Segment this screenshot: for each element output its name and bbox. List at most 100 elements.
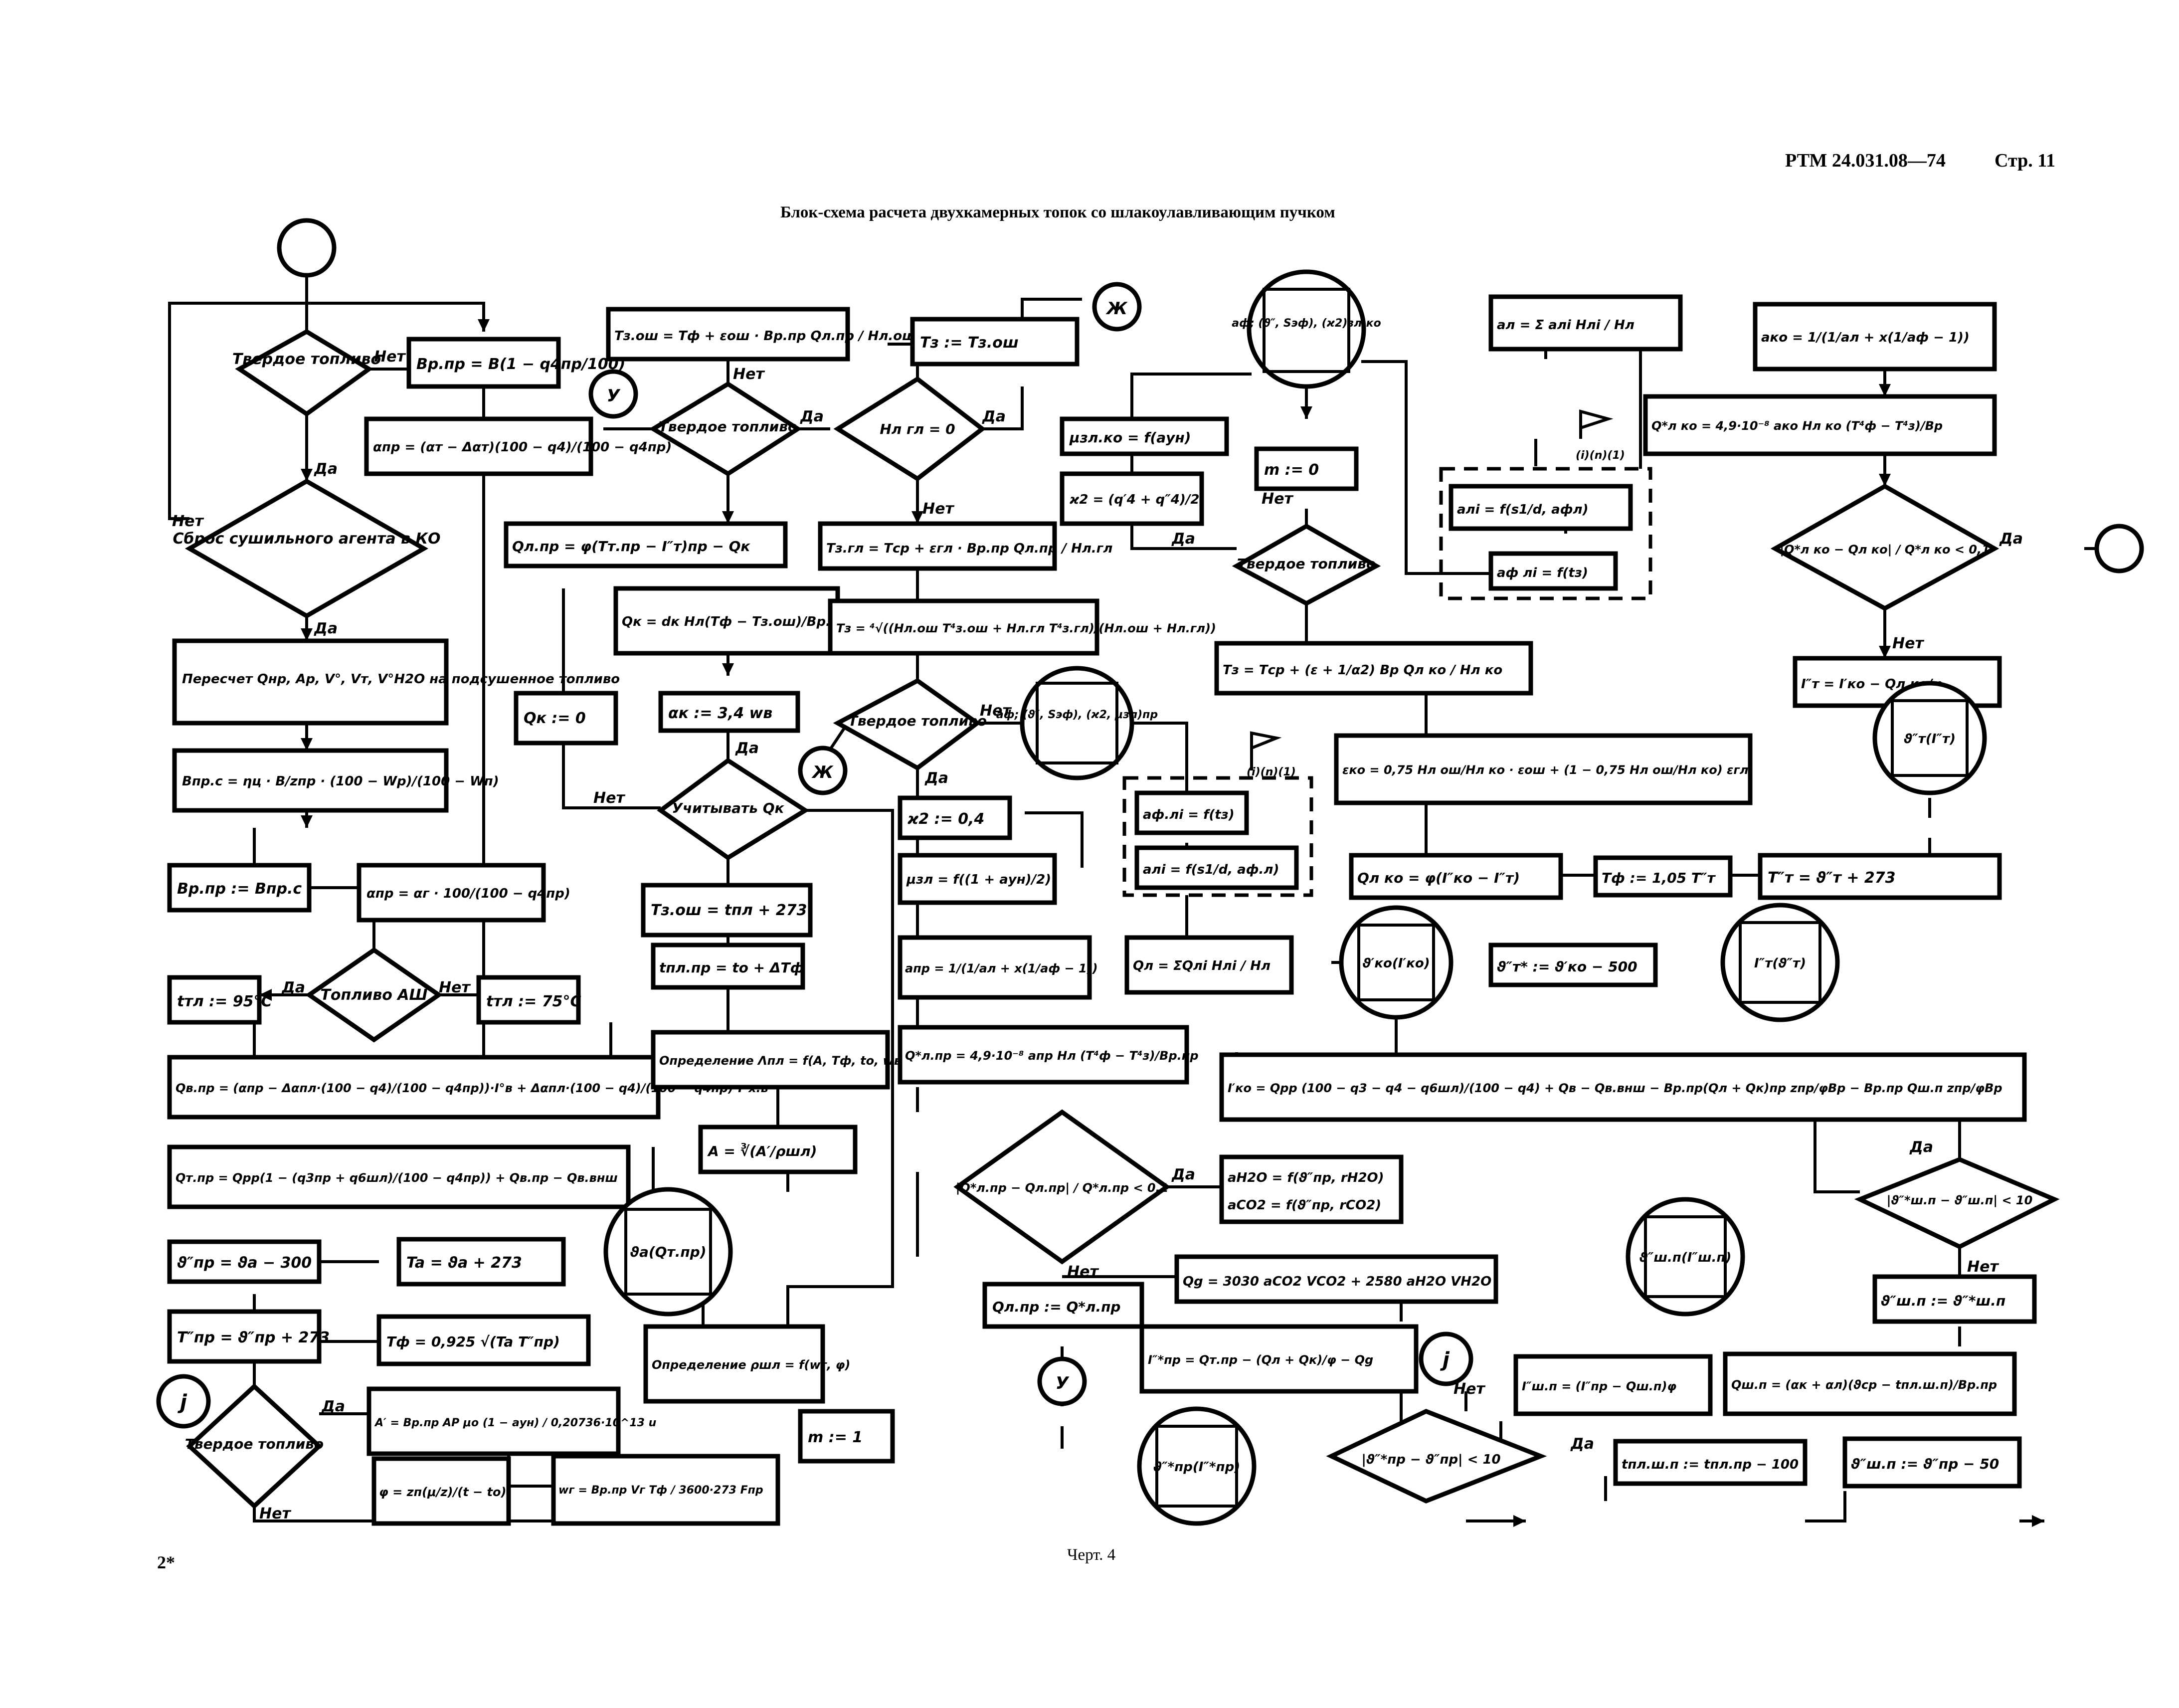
box-T-f: Tф = 0,925 √(Ta T″пр) — [376, 1314, 591, 1366]
box-kappa: ϰ2 := 0,4 — [898, 795, 1012, 840]
circle-theta-t: ϑ″т(I″т) — [1872, 681, 1987, 795]
box-kappa2: ϰ2 = (q′4 + q″4)/2 — [1060, 471, 1204, 526]
label-yes: Да — [1171, 530, 1195, 548]
box-a-li: aлi = f(s1/d, aф.л) — [1134, 845, 1299, 890]
svg-text:ϑ′ко(I′ко): ϑ′ко(I′ко) — [1362, 956, 1430, 971]
box-theta-shp-assign: ϑ″ш.п := ϑ″*ш.п — [1872, 1274, 2037, 1324]
box-q-star: Q*л.пр = 4,9·10⁻⁸ aпр Hл (T⁴ф − T⁴з)/Bр.… — [898, 1025, 1199, 1085]
svg-text:Сброс сушильного агента в КО: Сброс сушильного агента в КО — [173, 530, 440, 548]
box-bprc: Bпр.с = ηц · B/zпр · (100 − Wр)/(100 − W… — [172, 748, 499, 813]
decision-fuel-ash: Топливо АШ — [305, 947, 443, 1043]
box-theta-shp: ϑ″ш.п := ϑ″пр − 50 — [1842, 1436, 2022, 1489]
label-yes: Да — [982, 408, 1006, 425]
box-A: A = ∛(A′/ρшл) — [698, 1125, 858, 1174]
box-Qg: Qg = 3030 aCO2 VCO2 + 2580 aH2O VH2O — [1174, 1254, 1498, 1304]
svg-text:ϑ″т(I″т): ϑ″т(I″т) — [1904, 732, 1956, 747]
box-recalc: Пересчет Qнр, Aр, V°, Vт, V°H2O на подсу… — [172, 638, 620, 726]
svg-text:aко = 1/(1/aл + x(1/aф − 1)): aко = 1/(1/aл + x(1/aф − 1)) — [1761, 330, 1970, 345]
svg-text:αпр = αг · 100/(100 − q4пр): αпр = αг · 100/(100 − q4пр) — [366, 886, 570, 901]
svg-text:Bр.пр := Bпр.с: Bр.пр := Bпр.с — [177, 880, 302, 898]
connector-u-top: У — [588, 369, 638, 419]
svg-text:Qл.пр := Q*л.пр: Qл.пр := Q*л.пр — [992, 1299, 1120, 1315]
svg-text:A′ = Bр.пр AР μо (1 − aун) / 0: A′ = Bр.пр AР μо (1 − aун) / 0,20736·10^… — [374, 1417, 656, 1429]
svg-text:aф; (ϑ″, Sэф), (ϰ2, μзл)пр: aф; (ϑ″, Sэф), (ϰ2, μзл)пр — [996, 709, 1158, 721]
box-mu-zlko: μзл.ко = f(aун) — [1060, 416, 1229, 456]
decision-solid-fuel-cr: Твердое топливо — [1232, 523, 1381, 606]
box-a-ko: aко = 1/(1/aл + x(1/aф − 1)) — [1753, 302, 1997, 372]
dashed-group-a-li — [1439, 467, 1652, 600]
label-no: Нет — [922, 500, 954, 518]
svg-text:Определение Λпл = f(A, Tф, tо,: Определение Λпл = f(A, Tф, tо, wв) — [659, 1054, 907, 1068]
box-lambda: Определение Λпл = f(A, Tф, tо, wв) — [651, 1030, 907, 1090]
svg-text:Ж: Ж — [811, 762, 834, 782]
decision-convergence-ko: |Q*л ко − Qл ко| / Q*л ко < 0,1 — [1770, 483, 1999, 611]
label-no: Нет — [1892, 635, 1924, 652]
box-t95: tтл := 95°C — [167, 975, 272, 1025]
label-no: Нет — [1262, 490, 1293, 508]
box-t75: tтл := 75°C — [476, 975, 581, 1025]
svg-text:aф; (ϑ″, Sэф), (ϰ2)зл.ко: aф; (ϑ″, Sэф), (ϰ2)зл.ко — [1232, 317, 1381, 330]
box-I-ko: I′ко = Qрр (100 − q3 − q4 − q6шл)/(100 −… — [1219, 1052, 2027, 1122]
svg-text:Qg = 3030 aCO2 VCO2 + 2580 aH2: Qg = 3030 aCO2 VCO2 + 2580 aH2O VH2O — [1183, 1274, 1491, 1289]
connector-j-left: j — [156, 1374, 211, 1429]
svg-text:Q*л.пр = 4,9·10⁻⁸ aпр Hл (T⁴ф: Q*л.пр = 4,9·10⁻⁸ aпр Hл (T⁴ф − T⁴з)/Bр.… — [905, 1049, 1199, 1063]
svg-text:Qл ко = φ(I″ко − I″т): Qл ко = φ(I″ко − I″т) — [1357, 870, 1520, 886]
svg-text:Твердое топливо: Твердое топливо — [1237, 556, 1376, 572]
label-no: Нет — [259, 1505, 291, 1522]
svg-text:φ = zп(μ/z)/(t − tо): φ = zп(μ/z)/(t − tо) — [379, 1485, 506, 1499]
box-T3osh: Tз.ош = Tф + εош · Bр.пр Qл.пр / Hл.ош — [606, 307, 916, 362]
svg-text:Ta = ϑa + 273: Ta = ϑa + 273 — [406, 1254, 522, 1272]
svg-text:|ϑ″*пр − ϑ″пр| < 10: |ϑ″*пр − ϑ″пр| < 10 — [1361, 1452, 1500, 1467]
circle-theta-shp: ϑ″ш.п(I″ш.п) — [1626, 1197, 1745, 1317]
connector-j-right: j — [1419, 1331, 1473, 1386]
label-no: Нет — [439, 979, 471, 996]
label-yes: Да — [1999, 530, 2023, 548]
decision-convergence: |Q*л.пр − Qл.пр| / Q*л.пр < 0,1 — [953, 1109, 1171, 1265]
svg-text:aCO2 = f(ϑ″пр, rCO2): aCO2 = f(ϑ″пр, rCO2) — [1228, 1198, 1381, 1213]
svg-text:Bр.пр = B(1 − q4пр/100): Bр.пр = B(1 − q4пр/100) — [416, 356, 625, 373]
label-yes: Да — [1171, 1166, 1195, 1183]
label-yes: Да — [735, 740, 759, 757]
svg-text:Q*л ко = 4,9·10⁻⁸ aко Hл ко (T: Q*л ко = 4,9·10⁻⁸ aко Hл ко (T⁴ф − T⁴з)/… — [1651, 419, 1943, 433]
svg-text:ϰ2 = (q′4 + q″4)/2: ϰ2 = (q′4 + q″4)/2 — [1070, 492, 1199, 507]
box-a-phi-li: aф.лi = f(tз) — [1134, 790, 1249, 835]
svg-text:Tз.ош = tпл + 273: Tз.ош = tпл + 273 — [651, 902, 807, 919]
box-alpha-pr2: αпр = αг · 100/(100 − q4пр) — [357, 863, 570, 923]
svg-text:Твердое топливо: Твердое топливо — [232, 351, 381, 368]
svg-text:Учитывать Qк: Учитывать Qк — [672, 800, 784, 816]
svg-text:|Q*л ко − Qл ко| / Q*л ко < 0,: |Q*л ко − Qл ко| / Q*л ко < 0,1 — [1780, 543, 1990, 557]
box-tpl: tпл.пр = tо + ΔTф — [651, 943, 805, 990]
svg-text:aф.лi = f(tз): aф.лi = f(tз) — [1143, 807, 1235, 822]
label-yes: Да — [314, 460, 338, 478]
box-alpha-k: αк := 3,4 wв — [658, 691, 800, 733]
svg-text:Qл = ΣQлi Hлi / Hл: Qл = ΣQлi Hлi / Hл — [1133, 958, 1271, 973]
box-qk: Qк = dк Hл(Tф − Tз.ош)/Bр.пр — [613, 586, 849, 656]
svg-text:Твердое топливо: Твердое топливо — [185, 1436, 324, 1452]
box-qk0: Qк := 0 — [514, 691, 618, 746]
svg-text:m := 1: m := 1 — [808, 1429, 863, 1446]
svg-text:У: У — [607, 386, 621, 406]
svg-text:Qк = dк Hл(Tф − Tз.ош)/Bр.пр: Qк = dк Hл(Tф − Tз.ош)/Bр.пр — [622, 614, 849, 629]
svg-text:I′ко = Qрр (100 − q3 − q4 − q6: I′ко = Qрр (100 − q3 − q4 − q6шл)/(100 −… — [1228, 1081, 2002, 1095]
svg-text:I″т(ϑ″т): I″т(ϑ″т) — [1754, 956, 1806, 971]
label-no: Нет — [1967, 1258, 1999, 1276]
box-alpha-pr: αпр = (αт − Δαт)(100 − q4)/(100 − q4пр) — [364, 416, 672, 476]
circle-theta-pr-star: ϑ″*пр(I″*пр) — [1137, 1406, 1257, 1526]
svg-text:Tз = Tср + (ε + 1/α2) Bр Qл ко: Tз = Tср + (ε + 1/α2) Bр Qл ко / Hл ко — [1223, 663, 1502, 678]
svg-text:aлi = f(s1/d, aф.л): aлi = f(s1/d, aф.л) — [1143, 862, 1279, 877]
connector-start — [277, 218, 337, 278]
svg-text:μзл.ко = f(aун): μзл.ко = f(aун) — [1069, 429, 1191, 446]
label-yes: Да — [1909, 1139, 1933, 1156]
decision-H-gl: Hл гл = 0 — [833, 376, 986, 482]
svg-text:wг = Bр.пр Vг Tф / 3600·273 Fп: wг = Bр.пр Vг Tф / 3600·273 Fпр — [558, 1484, 763, 1497]
label-no: Нет — [374, 348, 406, 366]
box-T3-root: Tз = ⁴√((Hл.ош T⁴з.ош + Hл.гл T⁴з.гл)/(H… — [828, 598, 1216, 656]
box-Q-star-ko: Q*л ко = 4,9·10⁻⁸ aко Hл ко (T⁴ф − T⁴з)/… — [1643, 394, 1997, 456]
svg-text:ϑ″т* := ϑ′ко − 500: ϑ″т* := ϑ′ко − 500 — [1497, 958, 1637, 975]
svg-text:T″пр = ϑ″пр + 273: T″пр = ϑ″пр + 273 — [177, 1329, 330, 1346]
box-m1: m := 1 — [798, 1409, 895, 1464]
svg-text:ϑ″ш.п := ϑ″пр − 50: ϑ″ш.п := ϑ″пр − 50 — [1851, 1456, 1999, 1472]
box-I-pr-star: I″*пр = Qт.пр − (Qл + Qк)/φ − Qg — [1139, 1324, 1419, 1394]
box-T3-ko: Tз = Tср + (ε + 1/α2) Bр Qл ко / Hл ко — [1214, 641, 1533, 696]
